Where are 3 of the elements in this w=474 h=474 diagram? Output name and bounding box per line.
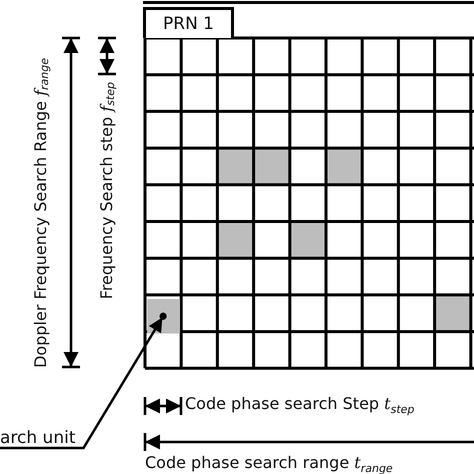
axis-label: Code phase search Step t$_{step}$ [185, 396, 414, 416]
tab-label: PRN 1 [143, 7, 234, 38]
leader-line [0, 312, 167, 450]
